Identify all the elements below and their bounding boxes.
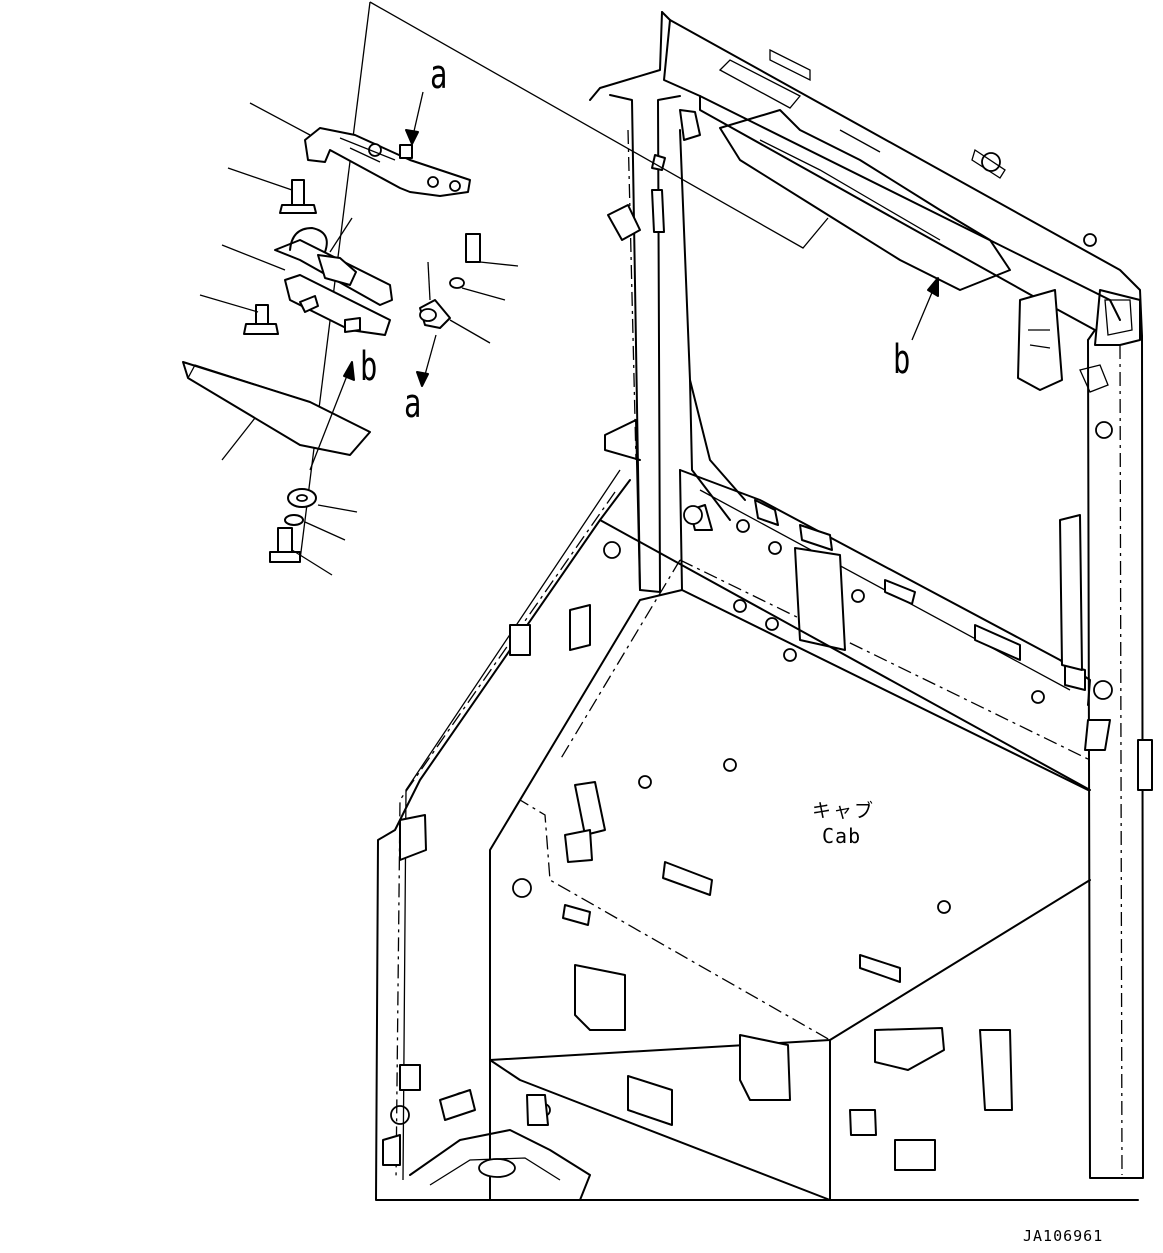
callout-a-top: a <box>430 52 448 98</box>
drawing-number: JA106961 <box>1023 1227 1104 1245</box>
exploded-components <box>182 127 481 563</box>
cab-label-japanese: キャブ <box>812 800 876 822</box>
cab-frame <box>375 11 1153 1201</box>
callout-b-right: b <box>893 337 911 383</box>
callout-b-left: b <box>360 344 378 390</box>
cab-label-english: Cab <box>822 824 862 848</box>
part-callout-leaders <box>199 102 519 576</box>
callout-a-bottom: a <box>404 381 422 427</box>
frame-holes <box>390 421 1113 1125</box>
callout-arrows <box>309 91 939 471</box>
